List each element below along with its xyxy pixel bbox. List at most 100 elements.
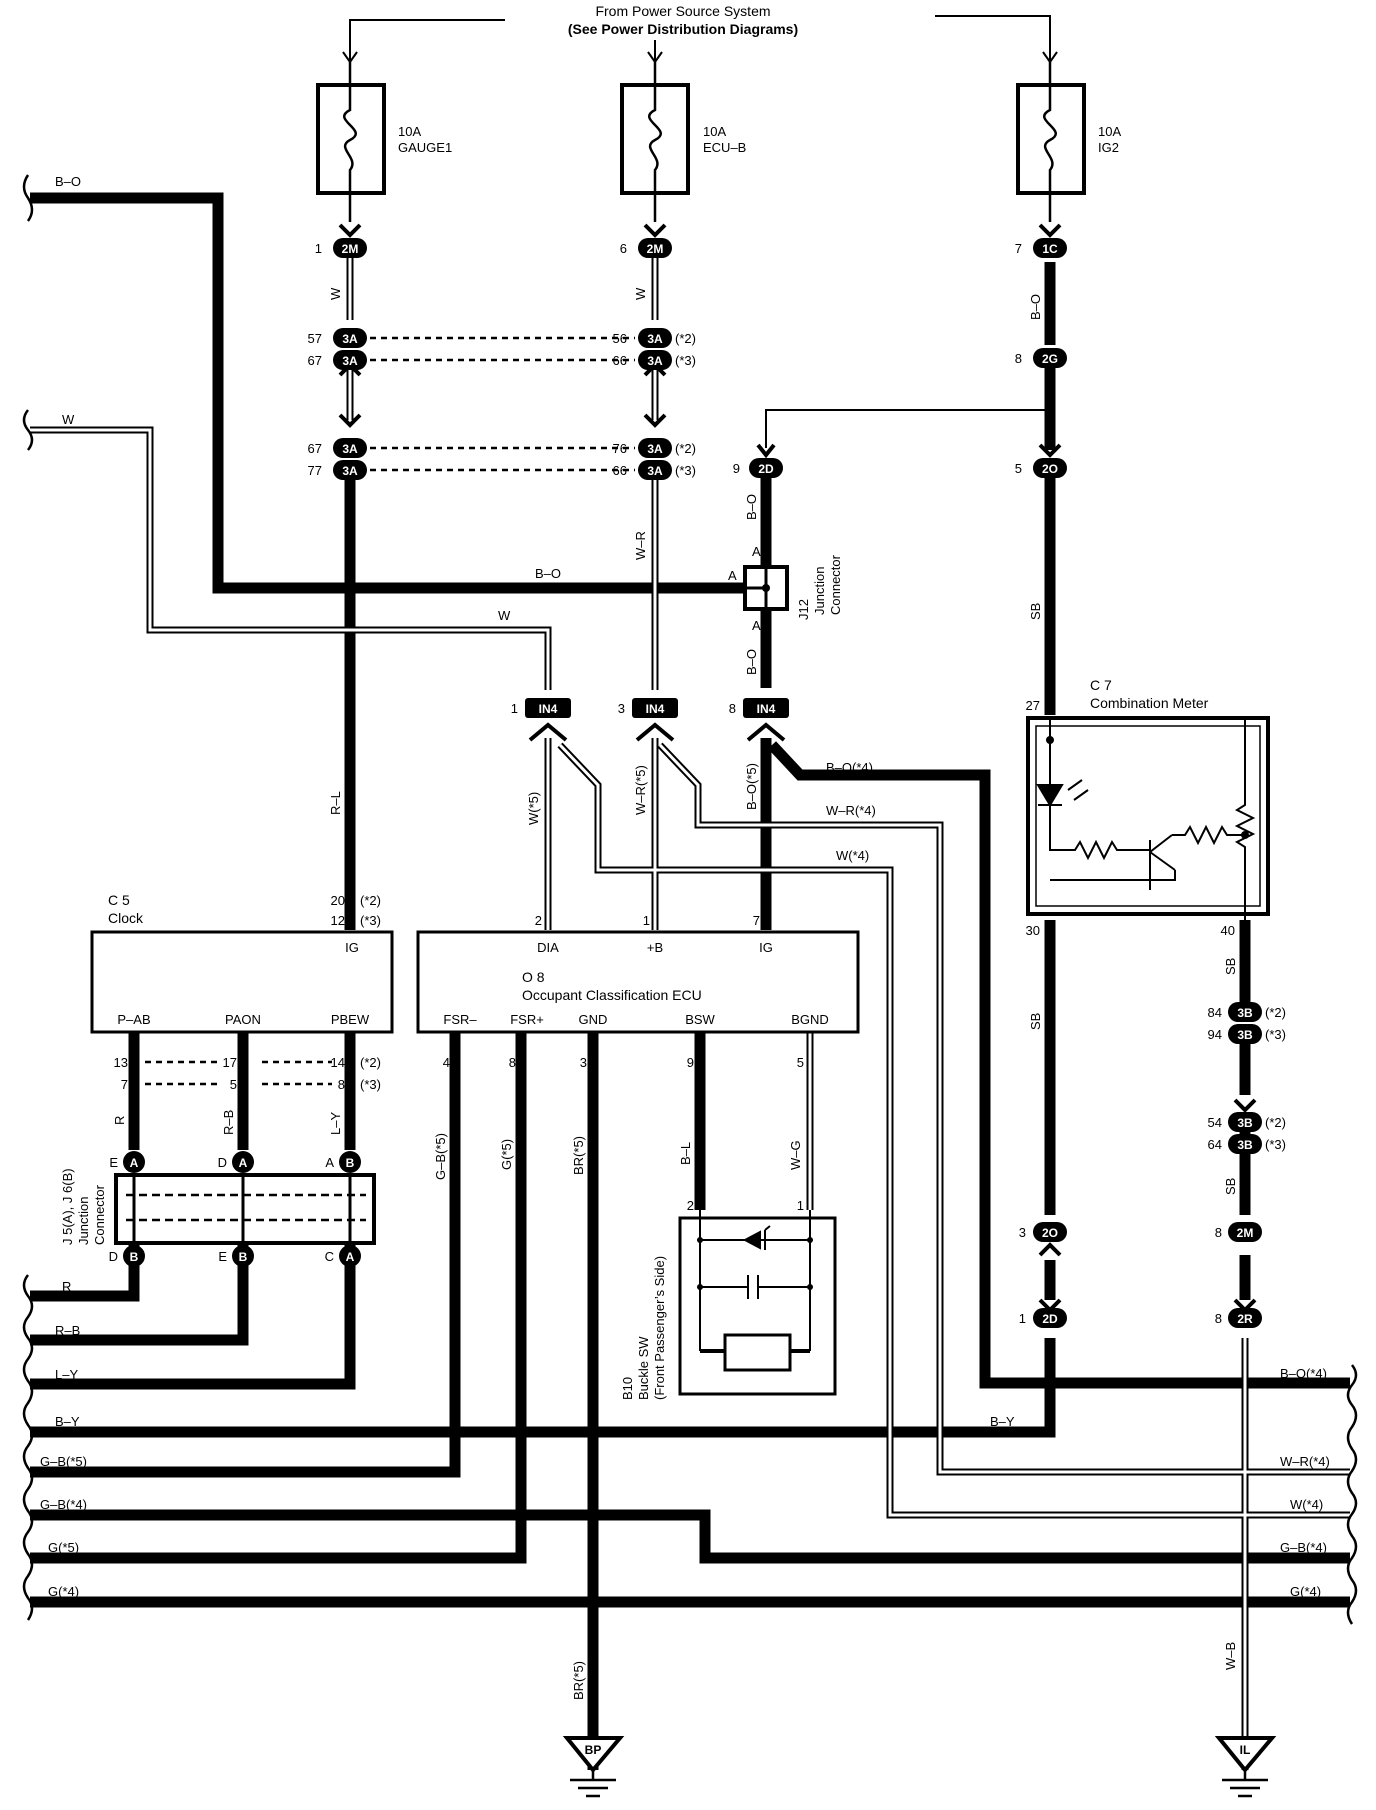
j5-pill-a-c: A <box>346 1250 355 1264</box>
connector-pills: 2M 2M 1C 2G 3A 3A 3A 3A 3A 3A 3A 3A 2D 2… <box>333 238 1262 1328</box>
ground-il: IL <box>1214 1736 1277 1798</box>
pill-3a-66-text: 3A <box>647 354 663 368</box>
pin-sw-1: 1 <box>797 1198 804 1213</box>
lbl-bo-ig2: B–O <box>1028 294 1043 320</box>
ground-bp: BP <box>562 1736 625 1798</box>
pin-b-1: 1 <box>643 913 650 928</box>
lbl-br5b: BR(*5) <box>571 1661 586 1700</box>
pill-1c-7: 1C <box>1033 238 1067 258</box>
j12-junction-connector: A A A J12 Junction Connector <box>728 544 843 633</box>
lbl-bl: B–L <box>678 1142 693 1165</box>
pin-20: 20 <box>331 893 345 908</box>
c5-ig: IG <box>345 940 359 955</box>
pin-ig-7: 7 <box>753 913 760 928</box>
j5-pills: A A B B B A <box>123 1151 361 1267</box>
pin-66b: 66 <box>613 463 627 478</box>
o8-bgnd: BGND <box>791 1012 829 1027</box>
j5-name3: Connector <box>92 1184 107 1245</box>
j5-pin-e: E <box>109 1155 118 1170</box>
lbl-w-gauge: W <box>328 287 343 300</box>
var-2-3b: (*2) <box>1265 1005 1286 1020</box>
o8-dia: DIA <box>537 940 559 955</box>
pill-3b-54-text: 3B <box>1237 1116 1253 1130</box>
c5-pbew: PBEW <box>331 1012 370 1027</box>
pill-3b-64-text: 3B <box>1237 1138 1253 1152</box>
pill-2m-6: 2M <box>638 238 672 258</box>
pill-3a-76-text: 3A <box>647 442 663 456</box>
fuse-ecu-b-amp: 10A <box>703 124 726 139</box>
pin-30: 30 <box>1026 923 1040 938</box>
o8-b: +B <box>647 940 663 955</box>
lbl-rl: R–L <box>328 791 343 815</box>
pin-8d: 8 <box>338 1077 345 1092</box>
pill-3a-66b: 3A <box>638 460 672 480</box>
pill-3a-56: 3A <box>638 328 672 348</box>
o8-ig: IG <box>759 940 773 955</box>
c7-internal-circuit <box>1036 718 1256 920</box>
j5-pill-a-d: A <box>239 1156 248 1170</box>
pill-2d-1-text: 2D <box>1042 1312 1058 1326</box>
pin-40: 40 <box>1221 923 1235 938</box>
j5-pill-b-e: B <box>239 1250 248 1264</box>
j5-pill-b-a: B <box>346 1156 355 1170</box>
j12-pin-a2: A <box>728 568 737 583</box>
o8-code: O 8 <box>522 969 545 985</box>
pill-2o-3: 2O <box>1033 1222 1067 1242</box>
c5-clock: C 5 Clock IG P–AB PAON PBEW <box>90 892 394 1034</box>
j12-code: J12 <box>796 599 811 620</box>
variant-markers: (*2) (*3) (*2) (*3) (*2) (*3) (*2) (*3) … <box>360 331 1286 1152</box>
pin-5b: 5 <box>230 1077 237 1092</box>
pill-2r-8: 2R <box>1228 1308 1262 1328</box>
c7-code: C 7 <box>1090 677 1112 693</box>
pill-in4-8-text: IN4 <box>757 702 776 716</box>
lbl-wr5: W–R(*5) <box>633 765 648 815</box>
lbl-b-by: B–Y <box>55 1414 80 1429</box>
c7-name: Combination Meter <box>1090 695 1209 711</box>
pin-56: 56 <box>613 331 627 346</box>
pill-2m-1: 2M <box>333 238 367 258</box>
lbl-bo5: B–O(*5) <box>744 763 759 810</box>
pin-54: 54 <box>1208 1115 1222 1130</box>
lbl-wr: W–R <box>633 531 648 560</box>
var-3-3b2: (*3) <box>1265 1137 1286 1152</box>
header-line1: From Power Source System <box>595 3 770 19</box>
lbl-wr4: W–R(*4) <box>826 803 876 818</box>
pill-3a-57: 3A <box>333 328 367 348</box>
pill-2o-5-text: 2O <box>1042 462 1058 476</box>
o8-fsrp: FSR+ <box>510 1012 544 1027</box>
pin-12: 12 <box>331 913 345 928</box>
pill-3b-94-text: 3B <box>1237 1028 1253 1042</box>
pin-8-2m: 8 <box>1215 1225 1222 1240</box>
header-line2: (See Power Distribution Diagrams) <box>568 21 798 37</box>
j12-pin-a1: A <box>752 544 761 559</box>
pill-3a-77: 3A <box>333 460 367 480</box>
lbl-b-ly: L–Y <box>55 1367 78 1382</box>
pin-bsw: 9 <box>687 1055 694 1070</box>
pill-2m-6-text: 2M <box>647 242 664 256</box>
lbl-r-bo4: B–O(*4) <box>1280 1366 1327 1381</box>
lbl-bo-j12: B–O <box>744 649 759 675</box>
pin-fsrm: 4 <box>443 1055 450 1070</box>
dashed-alt-lines <box>145 336 635 1086</box>
lbl-b-g4: G(*4) <box>48 1584 79 1599</box>
pin-1-2d: 1 <box>1019 1311 1026 1326</box>
c7-combination-meter: C 7 Combination Meter <box>1026 677 1270 920</box>
pill-3a-67: 3A <box>333 350 367 370</box>
junction-dots <box>1046 406 1054 414</box>
pill-2o-3-text: 2O <box>1042 1226 1058 1240</box>
j12-name2: Connector <box>828 554 843 615</box>
lbl-r-gb4: G–B(*4) <box>1280 1540 1327 1555</box>
pill-3a-66: 3A <box>638 350 672 370</box>
pill-2d-1: 2D <box>1033 1308 1067 1328</box>
lbl-sb-1: SB <box>1028 603 1043 620</box>
pill-3a-67b-text: 3A <box>342 442 358 456</box>
pin-8-in4: 8 <box>729 701 736 716</box>
lbl-sb-4: SB <box>1223 1178 1238 1195</box>
j5-pill-a-e: A <box>130 1156 139 1170</box>
var-3-67: (*3) <box>675 353 696 368</box>
pill-in4-8: IN4 <box>743 698 789 718</box>
pill-2g-8-text: 2G <box>1042 352 1058 366</box>
lbl-br5: BR(*5) <box>571 1136 586 1175</box>
fuse-ecu-b: 10A ECU–B <box>620 62 746 222</box>
lbl-b-g5: G(*5) <box>48 1540 79 1555</box>
